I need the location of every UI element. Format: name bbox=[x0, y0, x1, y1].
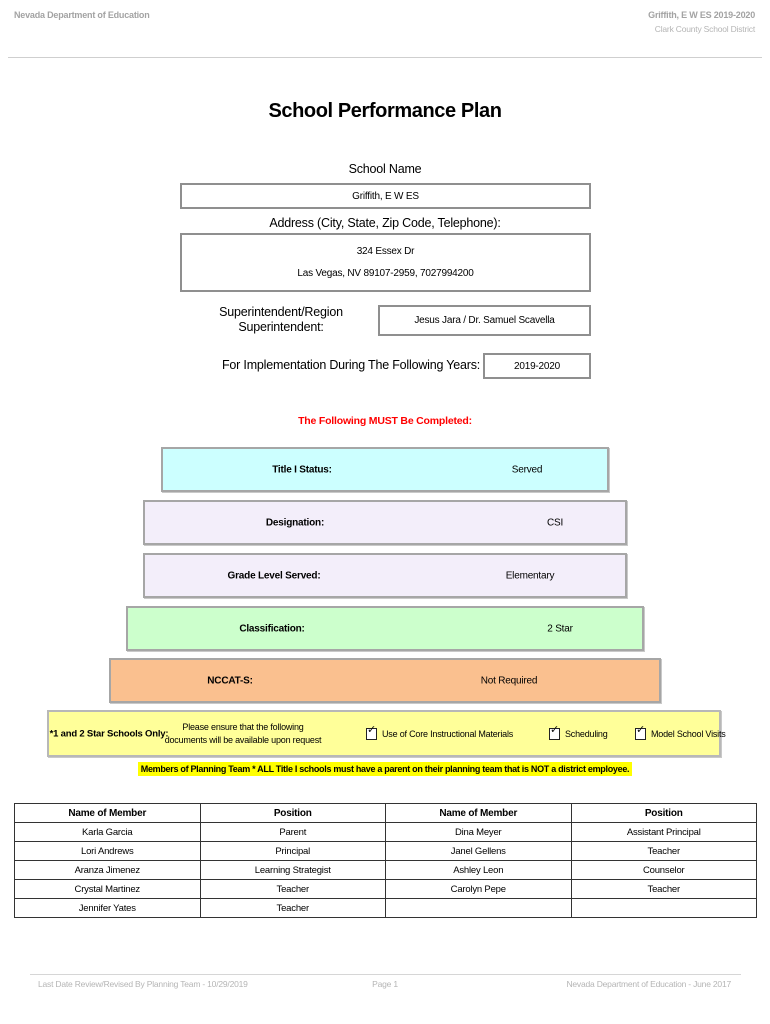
superintendent-label: Superintendent/Region Superintendent: bbox=[219, 305, 343, 334]
nccat-s-label: NCCAT-S: bbox=[207, 675, 253, 686]
footer-source: Nevada Department of Education - June 20… bbox=[566, 979, 731, 989]
designation-value: CSI bbox=[546, 517, 564, 528]
member-position-cell: Learning Strategist bbox=[199, 860, 386, 880]
member-position-cell: Assistant Principal bbox=[570, 822, 757, 842]
member-name-cell bbox=[385, 898, 572, 918]
member-name-cell: Lori Andrews bbox=[14, 841, 201, 861]
school-name-label: School Name bbox=[348, 162, 422, 176]
checkmark-icon: ✓ bbox=[636, 723, 646, 736]
planning-team-table: Name of Member Position Name of Member P… bbox=[14, 803, 757, 918]
implementation-years-label: For Implementation During The Following … bbox=[222, 358, 481, 372]
header-school-year: Griffith, E W ES 2019-2020 bbox=[648, 10, 755, 20]
checkbox-scheduling-label: Scheduling bbox=[565, 728, 608, 739]
checkbox-model-visits[interactable]: ✓ Model School Visits bbox=[635, 723, 726, 740]
col-header-position-1: Position bbox=[199, 803, 386, 823]
checkbox-core-materials-label: Use of Core Instructional Materials bbox=[382, 728, 514, 739]
checkbox-scheduling[interactable]: ✓ Scheduling bbox=[549, 723, 608, 740]
school-name-field[interactable]: Griffith, E W ES bbox=[180, 183, 591, 209]
classification-label: Classification: bbox=[239, 623, 305, 634]
col-header-name-2: Name of Member bbox=[385, 803, 572, 823]
table-row: Aranza Jimenez Learning Strategist Ashle… bbox=[14, 860, 757, 880]
member-name-cell: Ashley Leon bbox=[385, 860, 572, 880]
must-complete-notice: The Following MUST Be Completed: bbox=[298, 415, 472, 427]
designation-label: Designation: bbox=[265, 517, 325, 528]
page-title: School Performance Plan bbox=[268, 100, 502, 122]
col-header-position-2: Position bbox=[570, 803, 757, 823]
superintendent-field[interactable]: Jesus Jara / Dr. Samuel Scavella bbox=[378, 305, 591, 336]
grade-level-label: Grade Level Served: bbox=[227, 570, 321, 581]
title1-status-value: Served bbox=[511, 464, 543, 475]
member-position-cell bbox=[570, 898, 757, 918]
col-header-name-1: Name of Member bbox=[14, 803, 201, 823]
table-row: Karla Garcia Parent Dina Meyer Assistant… bbox=[14, 822, 757, 842]
checkbox-icon[interactable]: ✓ bbox=[549, 723, 560, 740]
implementation-years-value: 2019-2020 bbox=[513, 360, 561, 372]
footer-divider bbox=[30, 974, 741, 975]
implementation-years-field[interactable]: 2019-2020 bbox=[483, 353, 591, 379]
member-position-cell: Teacher bbox=[570, 841, 757, 861]
school-name-value: Griffith, E W ES bbox=[352, 190, 419, 202]
member-name-cell: Dina Meyer bbox=[385, 822, 572, 842]
classification-bar: Classification: 2 Star bbox=[126, 606, 644, 651]
star-schools-box: *1 and 2 Star Schools Only: Please ensur… bbox=[47, 710, 726, 757]
member-name-cell: Crystal Martinez bbox=[14, 879, 201, 899]
address-line1: 324 Essex Dr bbox=[356, 246, 415, 257]
table-row: Crystal Martinez Teacher Carolyn Pepe Te… bbox=[14, 879, 757, 899]
header-district: Clark County School District bbox=[654, 24, 755, 34]
member-position-cell: Teacher bbox=[199, 879, 386, 899]
title1-status-bar: Title I Status: Served bbox=[161, 447, 609, 492]
superintendent-value: Jesus Jara / Dr. Samuel Scavella bbox=[414, 315, 555, 326]
table-header-row: Name of Member Position Name of Member P… bbox=[14, 803, 757, 823]
member-name-cell: Carolyn Pepe bbox=[385, 879, 572, 899]
star-schools-label: *1 and 2 Star Schools Only: bbox=[49, 728, 169, 739]
checkbox-icon[interactable]: ✓ bbox=[366, 723, 377, 740]
footer-revision-date: Last Date Review/Revised By Planning Tea… bbox=[38, 979, 248, 989]
table-row: Lori Andrews Principal Janel Gellens Tea… bbox=[14, 841, 757, 861]
footer-page-number: Page 1 bbox=[372, 979, 398, 989]
nccat-s-bar: NCCAT-S: Not Required bbox=[109, 658, 661, 703]
checkmark-icon: ✓ bbox=[367, 723, 377, 736]
checkbox-icon[interactable]: ✓ bbox=[635, 723, 646, 740]
member-position-cell: Teacher bbox=[199, 898, 386, 918]
title1-status-label: Title I Status: bbox=[272, 464, 332, 475]
member-name-cell: Karla Garcia bbox=[14, 822, 201, 842]
member-name-cell: Jennifer Yates bbox=[14, 898, 201, 918]
address-label: Address (City, State, Zip Code, Telephon… bbox=[269, 216, 501, 230]
member-name-cell: Janel Gellens bbox=[385, 841, 572, 861]
member-position-cell: Principal bbox=[199, 841, 386, 861]
star-schools-note: Please ensure that the following documen… bbox=[164, 721, 322, 745]
checkbox-core-materials[interactable]: ✓ Use of Core Instructional Materials bbox=[366, 723, 514, 740]
table-row: Jennifer Yates Teacher bbox=[14, 898, 757, 918]
header-department: Nevada Department of Education bbox=[14, 10, 150, 20]
member-name-cell: Aranza Jimenez bbox=[14, 860, 201, 880]
planning-team-notice: Members of Planning Team * ALL Title I s… bbox=[0, 762, 770, 776]
address-field[interactable]: 324 Essex Dr Las Vegas, NV 89107-2959, 7… bbox=[180, 233, 591, 292]
member-position-cell: Parent bbox=[199, 822, 386, 842]
header-divider bbox=[8, 57, 762, 58]
member-position-cell: Teacher bbox=[570, 879, 757, 899]
member-position-cell: Counselor bbox=[570, 860, 757, 880]
checkmark-icon: ✓ bbox=[550, 723, 560, 736]
nccat-s-value: Not Required bbox=[480, 675, 538, 686]
grade-level-bar: Grade Level Served: Elementary bbox=[143, 553, 627, 598]
designation-bar: Designation: CSI bbox=[143, 500, 627, 545]
checkbox-model-visits-label: Model School Visits bbox=[651, 728, 726, 739]
address-line2: Las Vegas, NV 89107-2959, 7027994200 bbox=[297, 268, 474, 279]
grade-level-value: Elementary bbox=[505, 570, 555, 581]
classification-value: 2 Star bbox=[547, 623, 573, 634]
